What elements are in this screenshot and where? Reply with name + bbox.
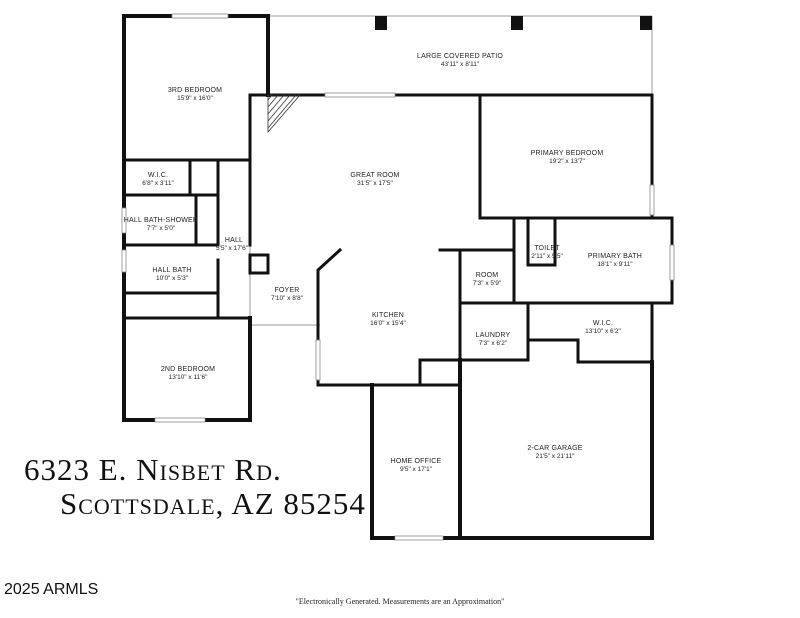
room-dims: 10'0" x 5'3" xyxy=(156,275,189,282)
room-dims: 15'9" x 16'0" xyxy=(177,95,213,102)
room-labels: LARGE COVERED PATIO 43'11" x 8'11" 3RD B… xyxy=(124,53,642,473)
room-name: 2ND BEDROOM xyxy=(161,366,215,373)
room-name: HALL BATH-SHOWER xyxy=(124,217,198,224)
room-name: FOYER xyxy=(274,287,299,294)
room-dims: 16'0" x 15'4" xyxy=(370,320,406,327)
disclaimer-text: "Electronically Generated. Measurements … xyxy=(295,597,505,606)
room-dims: 2'11" x 5'5" xyxy=(531,253,563,260)
room-dims: 18'1" x 9'11" xyxy=(597,261,633,268)
room-name: PRIMARY BEDROOM xyxy=(531,150,604,157)
room-name: ROOM xyxy=(476,272,499,279)
room-dims: 6'8" x 3'11" xyxy=(142,180,174,187)
room-name: HALL xyxy=(225,237,243,244)
windows xyxy=(121,13,675,541)
room-name: 2-CAR GARAGE xyxy=(527,445,582,452)
room-dims: 9'5" x 17'1" xyxy=(400,466,433,473)
room-dims: 19'2" x 13'7" xyxy=(549,158,585,165)
room-name: KITCHEN xyxy=(372,312,404,319)
room-name: W.I.C. xyxy=(148,172,168,179)
room-dims: 31'5" x 17'5" xyxy=(357,180,393,187)
room-name: PRIMARY BATH xyxy=(588,253,642,260)
room-name: LAUNDRY xyxy=(476,332,511,339)
room-dims: 13'10" x 6'2" xyxy=(585,328,621,335)
room-name: TOILET xyxy=(534,245,560,252)
room-name: HALL BATH xyxy=(152,267,191,274)
address-line-1: 6323 E. Nisbet Rd. xyxy=(24,452,282,487)
room-name: HOME OFFICE xyxy=(391,458,442,465)
room-name: GREAT ROOM xyxy=(350,172,399,179)
room-dims: 7'7" x 5'0" xyxy=(147,225,176,232)
room-dims: 43'11" x 8'11" xyxy=(441,61,480,68)
thin-walls xyxy=(249,15,653,326)
room-name: 3RD BEDROOM xyxy=(168,87,222,94)
room-dims: 5'5" x 17'6" xyxy=(216,245,249,252)
address-line-2: Scottsdale, AZ 85254 xyxy=(60,486,366,521)
copyright-text: 2025 ARMLS xyxy=(4,581,99,598)
room-dims: 13'10" x 11'6" xyxy=(169,374,208,381)
room-name: W.I.C. xyxy=(593,320,613,327)
stair-icon xyxy=(267,94,301,134)
room-dims: 7'3" x 6'2" xyxy=(479,340,508,347)
room-dims: 7'10" x 8'8" xyxy=(271,295,304,302)
room-dims: 21'5" x 21'11" xyxy=(536,453,575,460)
room-name: LARGE COVERED PATIO xyxy=(417,53,503,60)
room-dims: 7'3" x 5'9" xyxy=(473,280,502,287)
